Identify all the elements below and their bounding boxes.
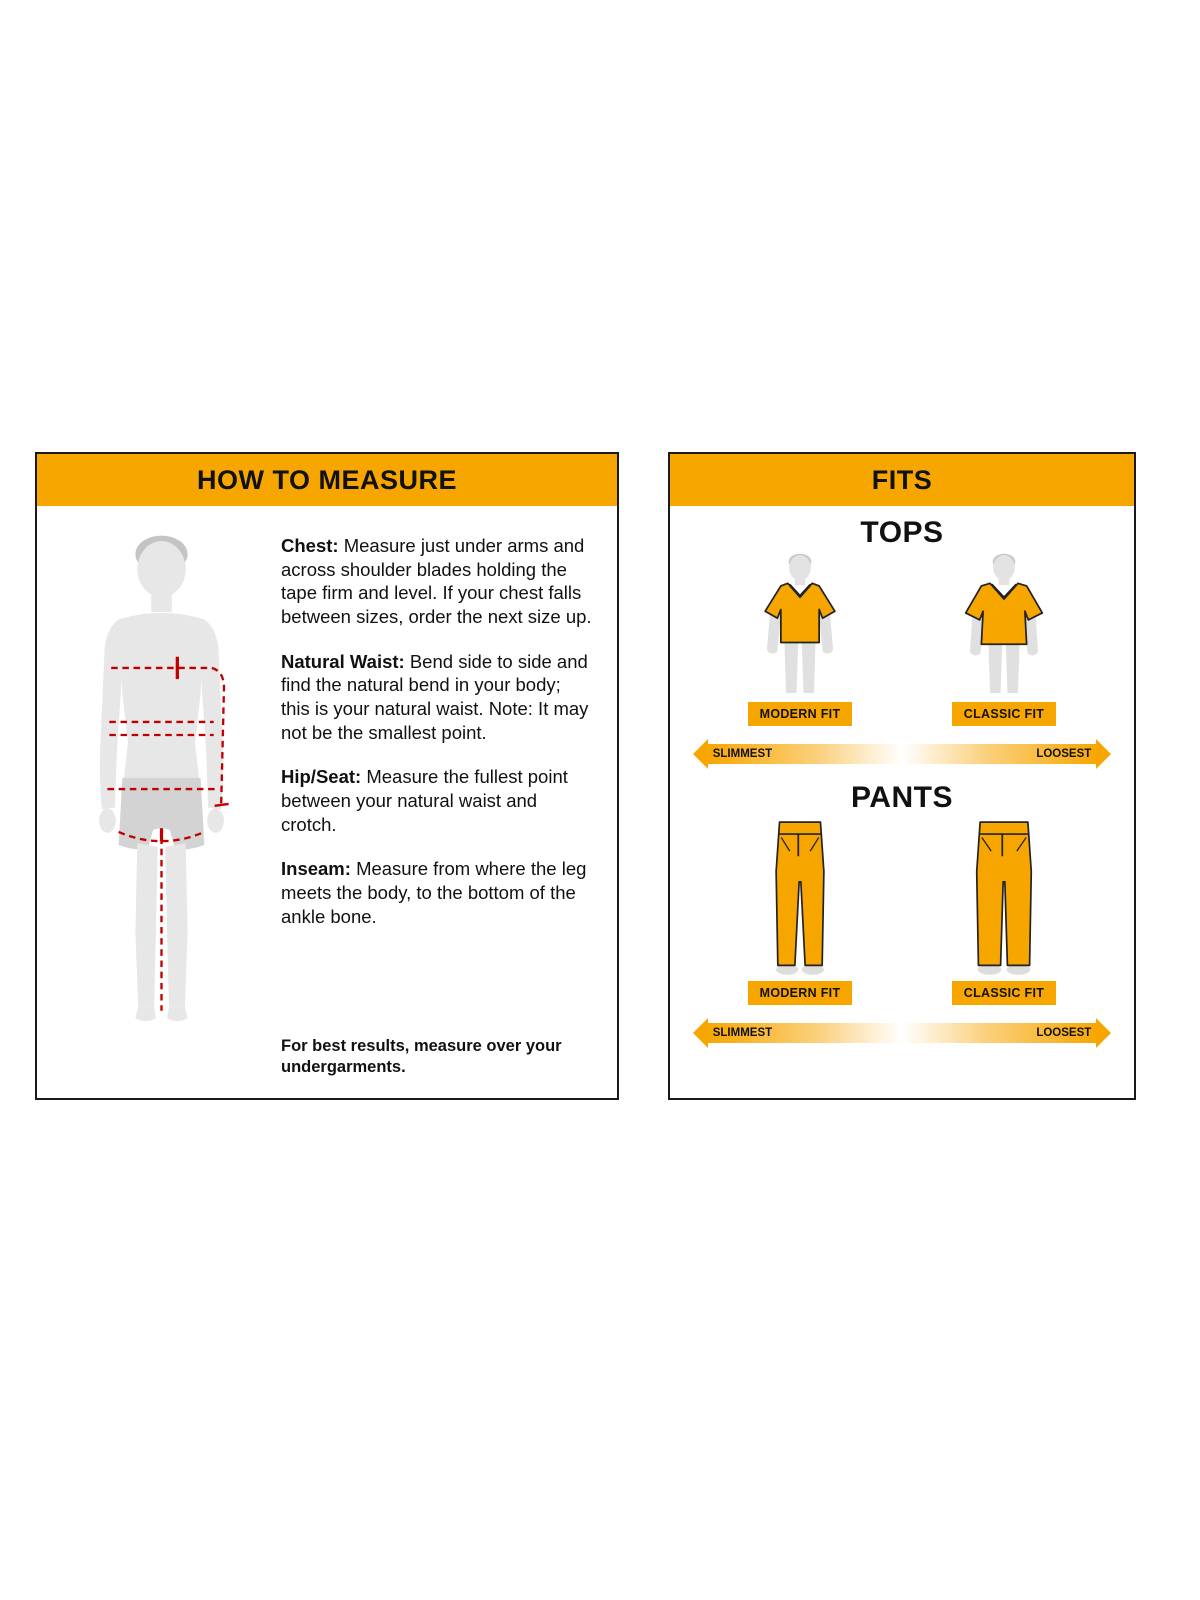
inseam-text: Measure from where the leg meets the bod… (281, 858, 587, 927)
classic-fit-pants-figure: CLASSIC FIT (934, 817, 1074, 1005)
pants-heading: PANTS (851, 781, 953, 814)
arrow-left-icon (692, 1018, 708, 1048)
fits-panel: FITS TOPS MODERN (668, 452, 1136, 1100)
classic-fit-top-figure: CLASSIC FIT (934, 552, 1074, 726)
arrow-right-icon (1096, 1018, 1112, 1048)
fits-header: FITS (670, 454, 1134, 506)
natural-waist-instructions: Natural Waist: Bend side to side and fin… (281, 650, 593, 745)
pants-fit-scale: SLIMMEST LOOSEST (692, 1018, 1112, 1048)
inseam-label: Inseam: (281, 858, 351, 880)
arrow-left-icon (692, 739, 708, 769)
hip-seat-text: Measure the fullest point between your n… (281, 766, 568, 835)
classic-fit-pants-badge: CLASSIC FIT (951, 981, 1057, 1005)
how-to-measure-header: HOW TO MEASURE (37, 454, 617, 506)
classic-fit-top-badge: CLASSIC FIT (951, 702, 1057, 726)
modern-fit-pants-icon (775, 821, 825, 975)
classic-fit-pants-icon (975, 821, 1033, 975)
how-to-measure-body: Chest: Measure just under arms and acros… (37, 506, 617, 1098)
fit-scale-gradient-bar (705, 744, 1099, 764)
hip-seat-label: Hip/Seat: (281, 766, 362, 788)
inseam-instructions: Inseam: Measure from where the leg meets… (281, 857, 593, 928)
pants-slimmest-label: SLIMMEST (712, 1027, 773, 1039)
fits-title: FITS (871, 464, 933, 495)
chest-label: Chest: (281, 535, 339, 556)
modern-fit-pants-badge: MODERN FIT (747, 981, 853, 1005)
modern-fit-pants-figure: MODERN FIT (730, 817, 870, 1005)
modern-fit-top-figure: MODERN FIT (730, 552, 870, 726)
tops-loosest-label: LOOSEST (1036, 748, 1092, 760)
arrow-right-icon (1096, 739, 1112, 769)
modern-fit-top-badge: MODERN FIT (747, 702, 853, 726)
measure-footnote: For best results, measure over your unde… (281, 1036, 562, 1076)
pants-figures: MODERN FIT CLASSIC FIT (730, 817, 1074, 1005)
fits-body: TOPS MODERN FIT (670, 506, 1134, 1098)
natural-waist-label: Natural Waist: (281, 650, 405, 672)
how-to-measure-title: HOW TO MEASURE (196, 464, 457, 495)
modern-fit-shirt-icon (764, 553, 836, 694)
tops-fit-scale: SLIMMEST LOOSEST (692, 739, 1112, 769)
pants-loosest-label: LOOSEST (1036, 1027, 1092, 1039)
tops-slimmest-label: SLIMMEST (712, 748, 773, 760)
measurement-figure (55, 522, 267, 1082)
chest-text: Measure just under arms and across shoul… (281, 535, 592, 628)
hip-seat-instructions: Hip/Seat: Measure the fullest point betw… (281, 765, 593, 836)
chest-instructions: Chest: Measure just under arms and acros… (281, 534, 593, 629)
fit-scale-gradient-bar (705, 1023, 1099, 1043)
body-measurement-illustration (98, 535, 229, 1022)
natural-waist-text: Bend side to side and find the natural b… (281, 650, 589, 743)
tops-heading: TOPS (860, 516, 944, 549)
how-to-measure-panel: HOW TO MEASURE (35, 452, 619, 1100)
classic-fit-shirt-icon (964, 553, 1044, 694)
measure-instructions: Chest: Measure just under arms and acros… (267, 522, 593, 1082)
tops-figures: MODERN FIT CLASSIC FIT (730, 552, 1074, 726)
